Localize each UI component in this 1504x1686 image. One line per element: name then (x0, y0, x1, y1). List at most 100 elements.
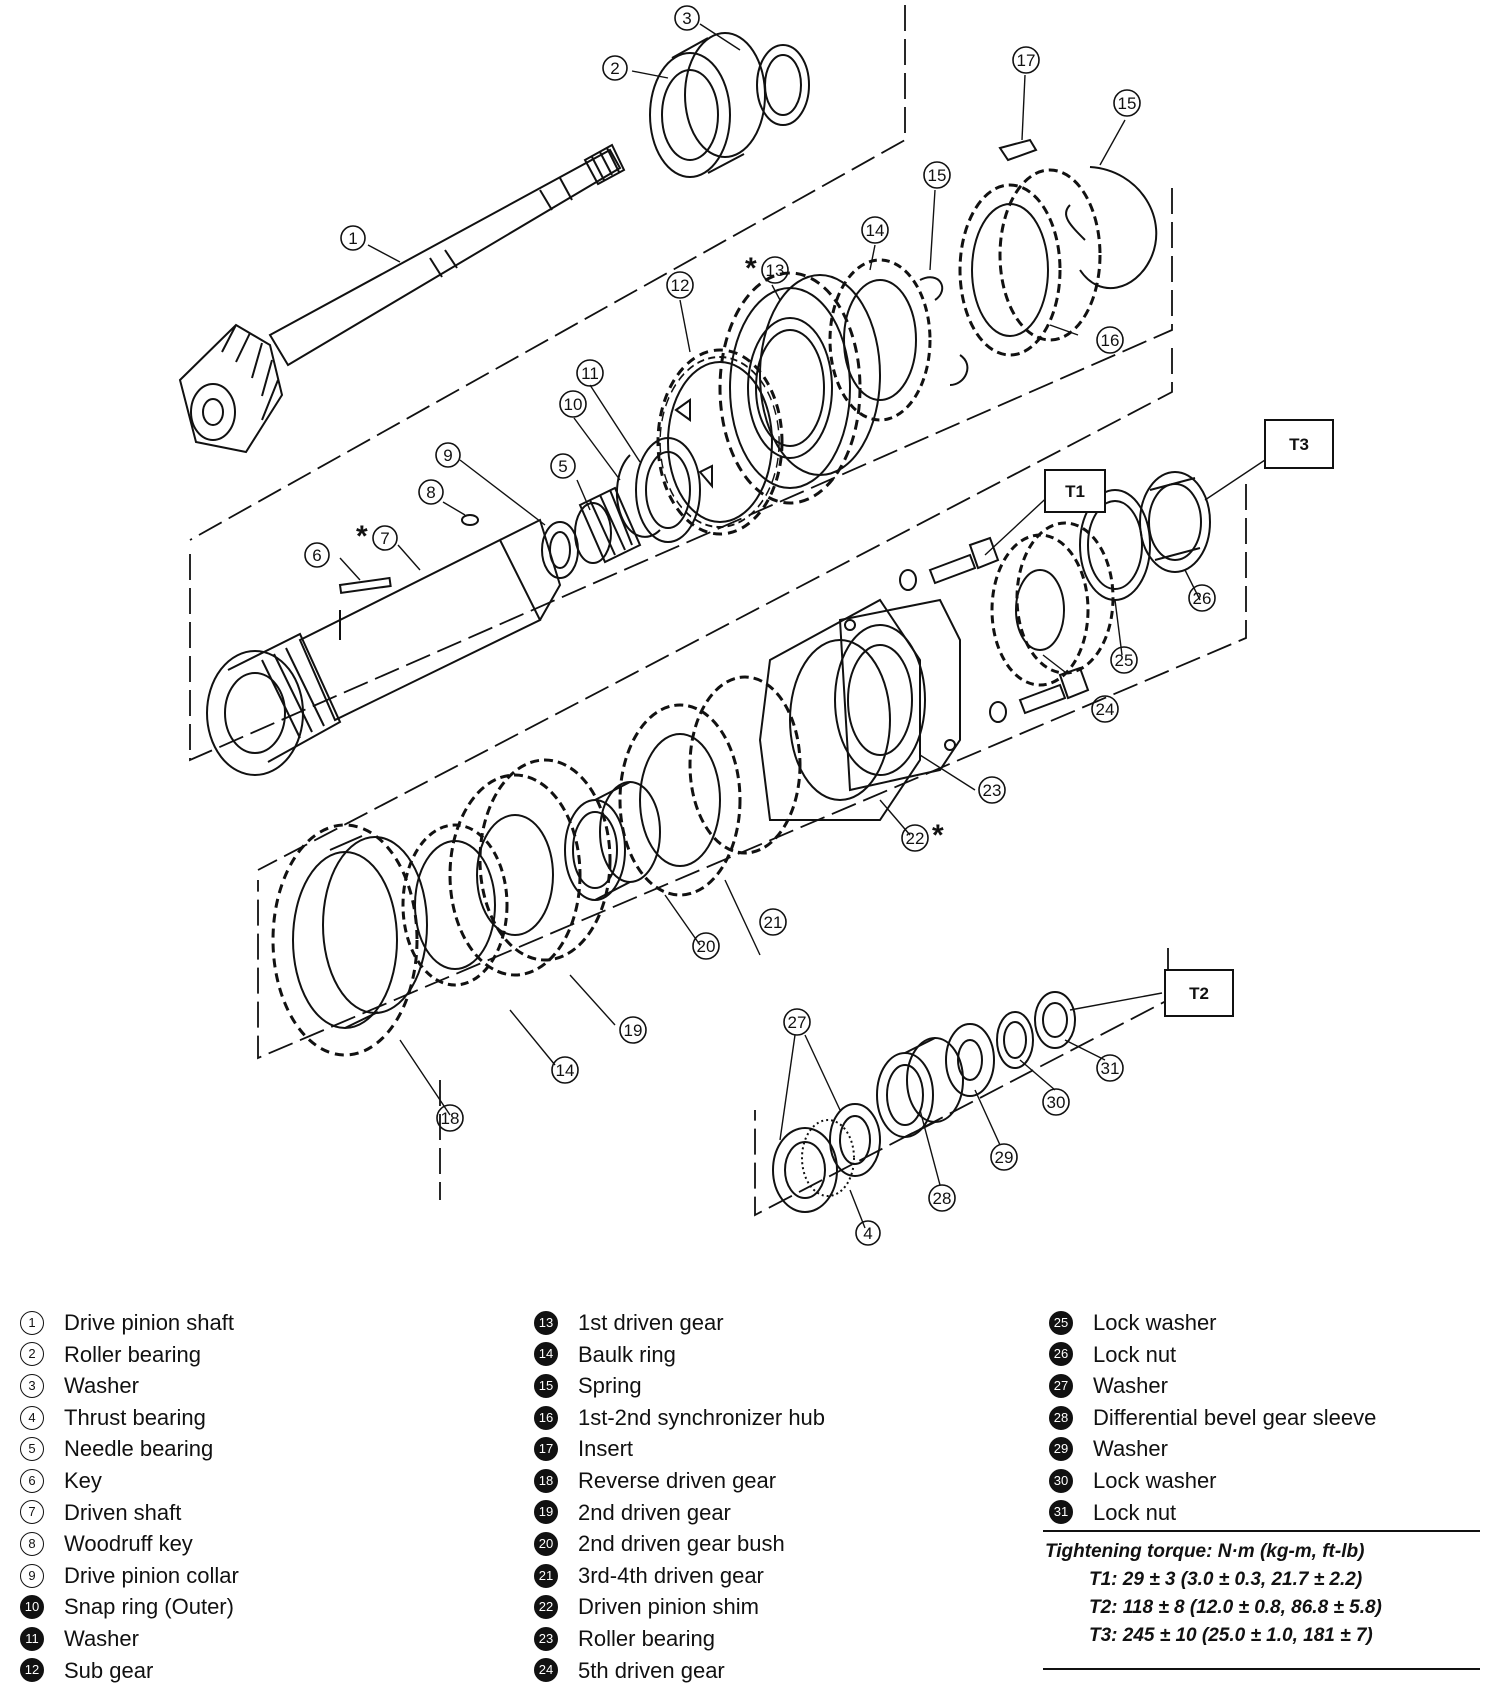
svg-text:T2: T2 (1189, 984, 1209, 1003)
legend-item-label: 1st-2nd synchronizer hub (578, 1404, 826, 1430)
legend-item-label: Drive pinion shaft (64, 1310, 234, 1335)
svg-text:4: 4 (863, 1224, 872, 1243)
svg-text:16: 16 (1101, 331, 1120, 350)
legend-item-label: Differential bevel gear sleeve (1093, 1404, 1377, 1430)
callout-20: 20 (692, 932, 720, 960)
legend-item-number: 5 (20, 1437, 44, 1462)
legend-item-number: 12 (20, 1658, 44, 1683)
legend-item-number: 30 (1049, 1468, 1073, 1493)
callout-23: 23 (978, 776, 1006, 804)
roller-bearing-2 (649, 32, 766, 178)
legend-item-label: 3rd-4th driven gear (578, 1562, 764, 1588)
svg-text:8: 8 (426, 483, 435, 502)
3rd-4th-driven-gear (618, 675, 802, 897)
legend-item-number: 24 (534, 1658, 558, 1683)
callout-10: 10 (559, 390, 587, 418)
svg-text:10: 10 (564, 395, 583, 414)
callout-21: 21 (759, 908, 787, 936)
svg-text:15: 15 (1118, 94, 1137, 113)
callout-28: 28 (928, 1184, 956, 1212)
callout-27: 27 (783, 1008, 811, 1036)
legend-item-label: Driven pinion shim (578, 1594, 759, 1620)
callout-14-bottom: 14 (551, 1056, 579, 1084)
legend-item-label: Driven shaft (64, 1499, 182, 1525)
legend-item-number: 11 (20, 1626, 44, 1651)
legend-item: 9 Drive pinion collar (20, 1560, 239, 1592)
callout-15-right: 15 (1113, 89, 1141, 117)
svg-text:23: 23 (983, 781, 1002, 800)
drive-pinion-collar (541, 521, 579, 579)
svg-text:17: 17 (1017, 51, 1036, 70)
washer-3 (756, 44, 810, 126)
drive-pinion-shaft (178, 143, 626, 454)
legend-item-number: 6 (20, 1468, 44, 1493)
legend-item-label: Lock washer (1093, 1310, 1217, 1335)
legend-item-label: Lock washer (1093, 1467, 1217, 1493)
callout-22: 22* (901, 819, 944, 852)
legend-item-number: 9 (20, 1563, 44, 1588)
legend-item-number: 16 (534, 1405, 558, 1430)
svg-text:26: 26 (1193, 589, 1212, 608)
svg-text:T1: T1 (1065, 482, 1085, 501)
svg-text:13: 13 (766, 261, 785, 280)
svg-text:14: 14 (866, 221, 885, 240)
callout-15-left: 15 (923, 161, 951, 189)
legend-item-number: 10 (20, 1595, 44, 1620)
legend-item: 11 Washer (20, 1623, 239, 1655)
legend-item-label: Roller bearing (64, 1341, 201, 1367)
tightening-torque-note: Tightening torque: N·m (kg-m, ft-lb) T1:… (1043, 1530, 1480, 1670)
svg-text:2: 2 (610, 59, 619, 78)
callout-19: 19 (619, 1016, 647, 1044)
legend-item: 2 Roller bearing (20, 1339, 239, 1371)
legend-item-number: 2 (20, 1342, 44, 1367)
callout-14-top: 14 (861, 216, 889, 244)
legend-item-number: 7 (20, 1500, 44, 1525)
legend-item-label: Lock nut (1093, 1341, 1177, 1367)
svg-text:9: 9 (443, 446, 452, 465)
callout-31: 31 (1096, 1054, 1124, 1082)
svg-text:12: 12 (671, 276, 690, 295)
legend-item-label: Sub gear (64, 1657, 154, 1683)
bolts-t1 (899, 536, 1090, 723)
torque-t2: T2: 118 ± 8 (12.0 ± 0.8, 86.8 ± 5.8) (1089, 1597, 1382, 1618)
legend-item-number: 21 (534, 1563, 558, 1588)
legend-item-label: Washer (64, 1625, 139, 1651)
exploded-view-diagram: 1 2 3 17 15 15 14 13* 12 16 11 10 9 5 8 … (178, 5, 1334, 1246)
legend-item-number: 31 (1049, 1500, 1073, 1525)
1st-driven-gear (718, 271, 881, 505)
legend-item-label: Washer (1093, 1436, 1168, 1462)
legend-item-label: Drive pinion collar (64, 1562, 239, 1588)
svg-text:1: 1 (348, 229, 357, 248)
svg-text:7: 7 (380, 529, 389, 548)
legend-item-label: 1st driven gear (578, 1310, 724, 1335)
torque-box-t3: T3 (1264, 419, 1334, 469)
callout-12: 12 (666, 271, 694, 299)
callout-18: 18 (436, 1104, 464, 1132)
2nd-driven-gear (448, 758, 612, 977)
legend-item-number: 13 (534, 1310, 558, 1335)
callout-17: 17 (1012, 46, 1040, 74)
baulk-ring-14-top (828, 258, 932, 422)
callout-3: 3 (674, 5, 700, 31)
lock-nut-31 (1034, 991, 1076, 1049)
legend-item-number: 14 (534, 1342, 558, 1367)
synchronizer-hub-16 (958, 168, 1102, 357)
svg-text:28: 28 (933, 1189, 952, 1208)
legend-item-number: 27 (1049, 1373, 1073, 1398)
svg-text:19: 19 (624, 1021, 643, 1040)
